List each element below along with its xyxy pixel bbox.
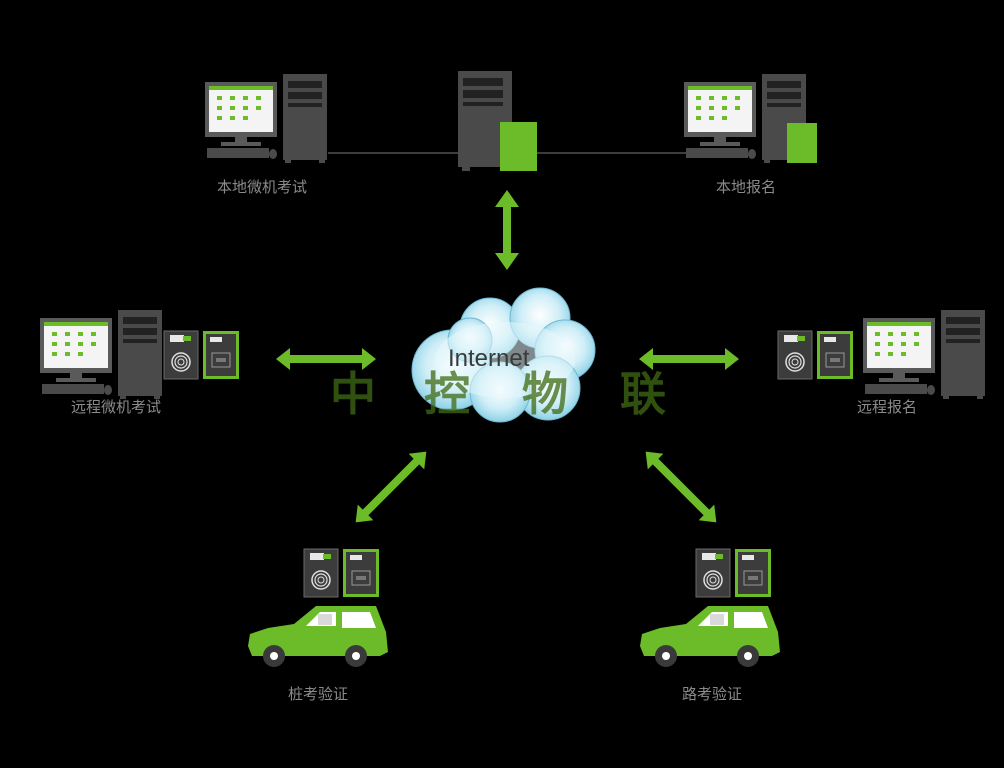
remote-exam-terminal-icon [163, 330, 240, 380]
remote-register-label: 远程报名 [857, 398, 918, 416]
server-icon [458, 71, 537, 171]
internet-cloud-icon [411, 287, 596, 423]
watermark-char-3: 物 [522, 367, 568, 421]
server-cloud-arrow-icon [495, 190, 519, 270]
local-exam-label: 本地微机考试 [217, 178, 308, 196]
road-verify-terminal-icon [695, 548, 772, 598]
watermark-char-1: 中 [330, 367, 376, 421]
remote-exam-computer-icon [40, 310, 162, 399]
watermark-char-4: 联 [620, 367, 666, 421]
pile-verify-car-icon [248, 606, 388, 667]
road-verify-car-icon [640, 606, 780, 667]
road-verify-label: 路考验证 [682, 685, 743, 703]
local-exam-computer-icon [205, 74, 327, 163]
pile-verify-label: 桩考验证 [288, 685, 349, 703]
road-verify-arrow-icon [637, 443, 725, 531]
internet-label: Internet [448, 345, 530, 372]
local-register-label: 本地报名 [716, 178, 777, 196]
remote-register-terminal-icon [777, 330, 854, 380]
local-register-computer-icon [684, 74, 817, 163]
pile-verify-terminal-icon [303, 548, 380, 598]
watermark-char-2: 控 [424, 367, 470, 421]
remote-exam-label: 远程微机考试 [71, 398, 162, 416]
remote-register-computer-icon [863, 310, 985, 399]
pile-verify-arrow-icon [347, 443, 435, 531]
